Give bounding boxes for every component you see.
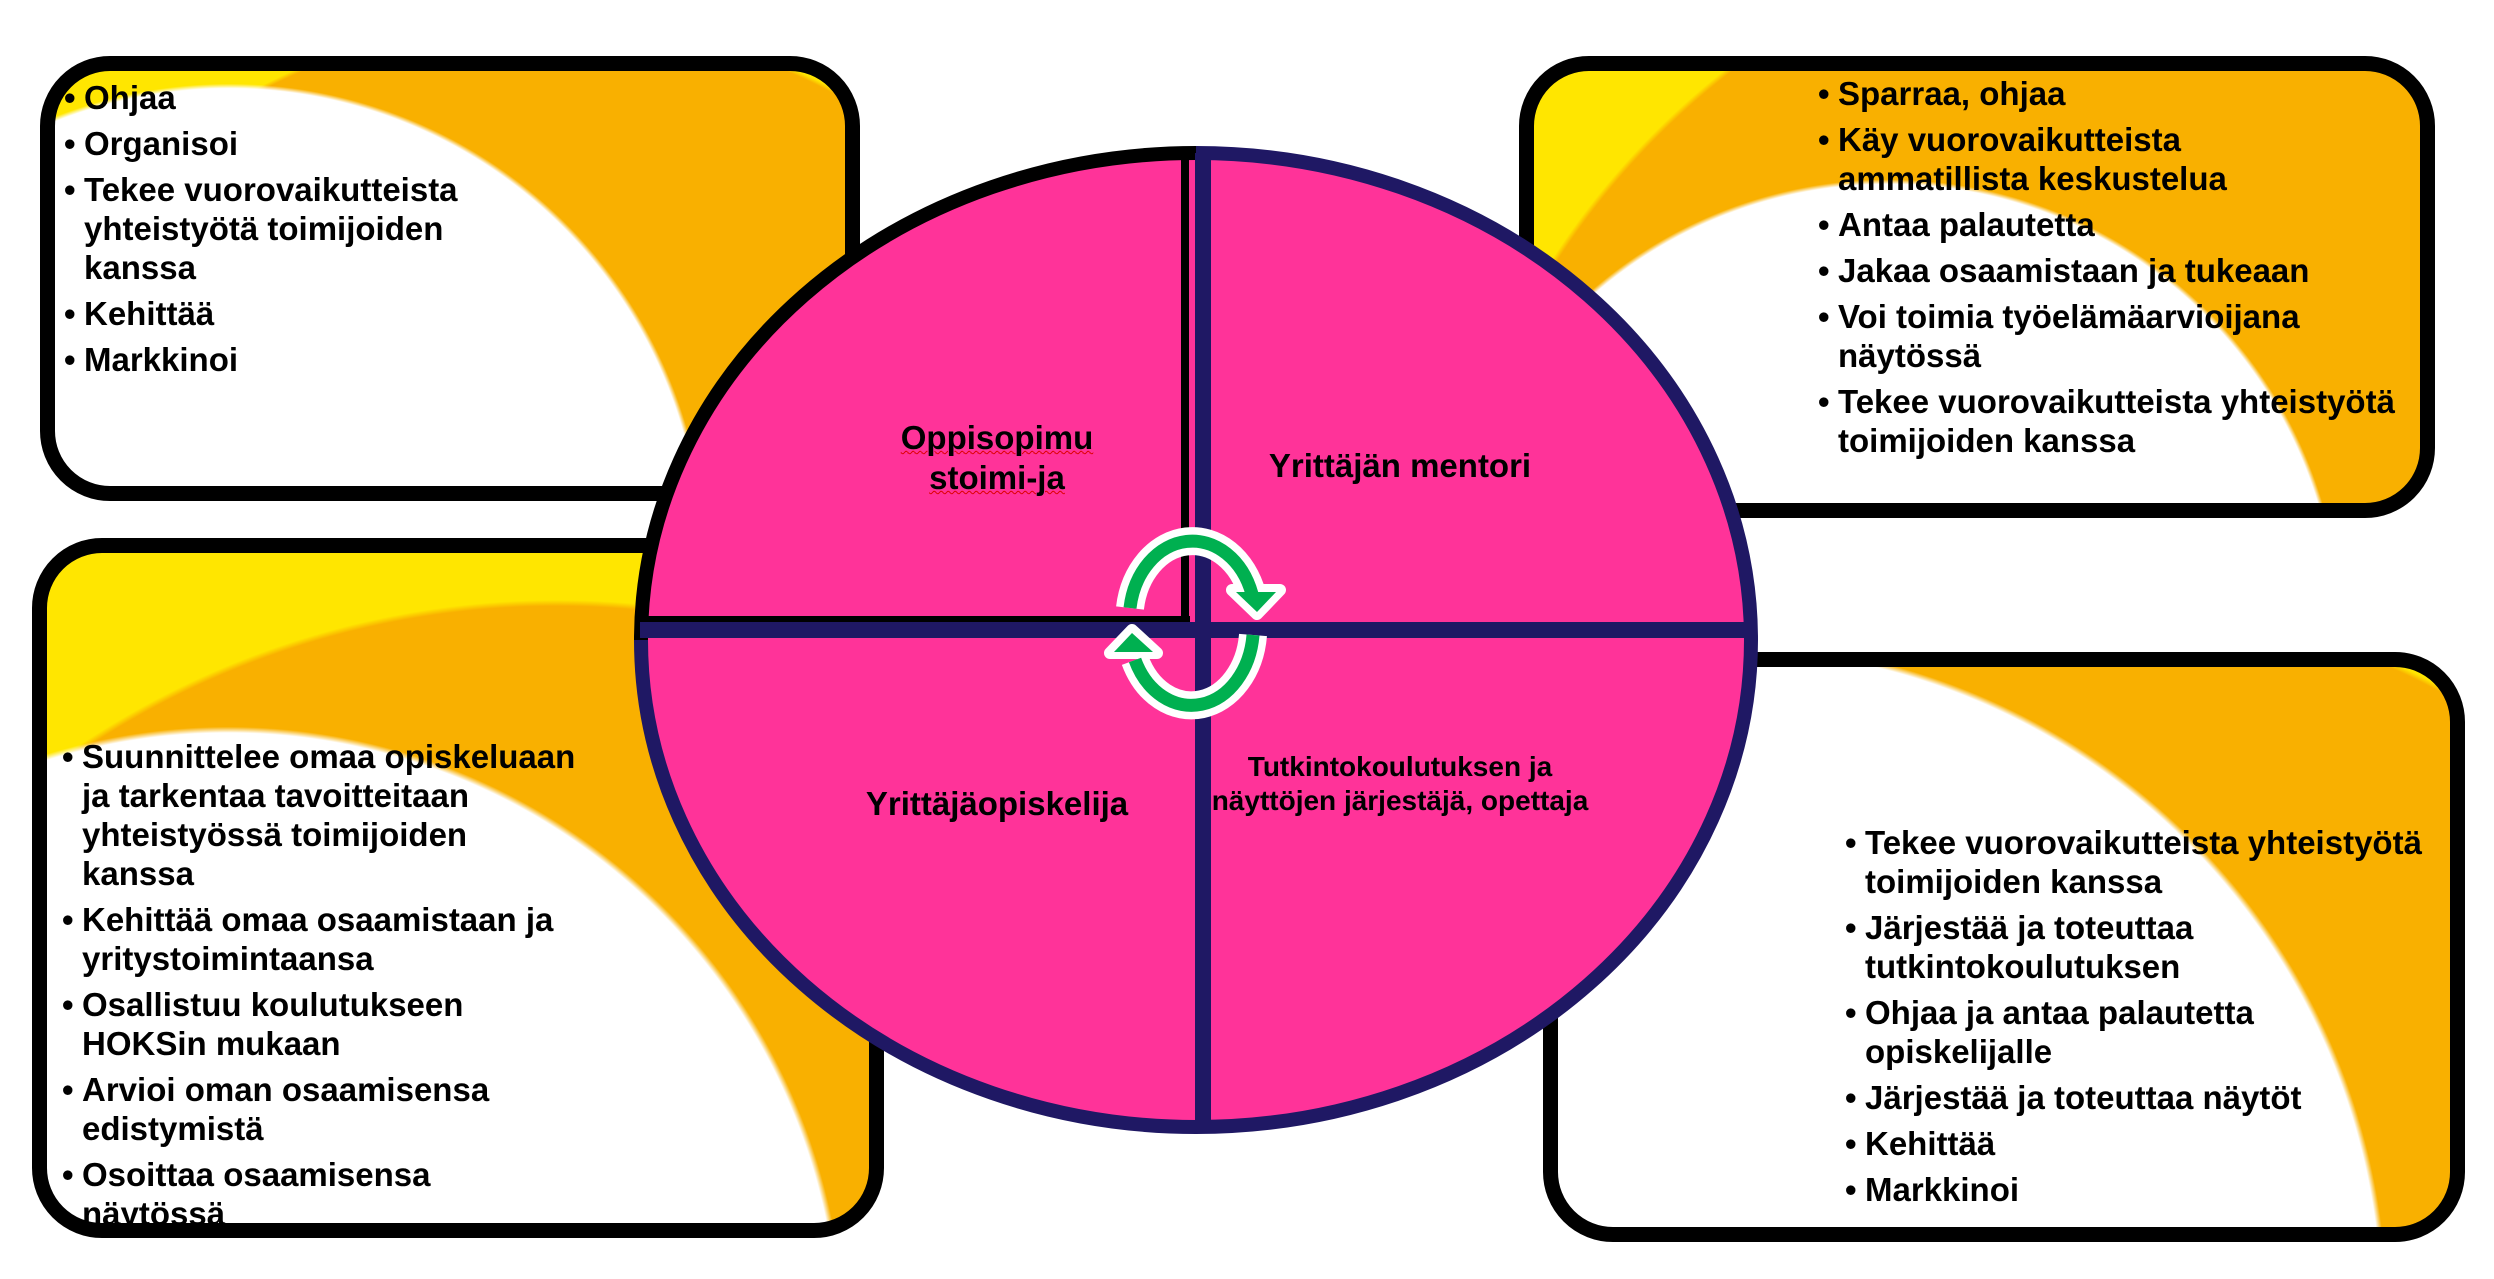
list-item: Antaa palautetta xyxy=(1818,205,2418,244)
oppisopimustoimija-tasks: Ohjaa Organisoi Tekee vuorovaikutteista … xyxy=(64,78,584,386)
quadrant-label-oppisopimustoimija: Oppisopimustoimi-ja xyxy=(900,419,1094,496)
list-item: Markkinoi xyxy=(64,340,584,379)
list-item: Kehittää xyxy=(1845,1124,2445,1163)
mentori-tasks: Sparraa, ohjaa Käy vuorovaikutteista amm… xyxy=(1818,74,2418,467)
list-item: Tekee vuorovaikutteista yhteistyötä toim… xyxy=(64,170,504,287)
opettaja-tasks: Tekee vuorovaikutteista yhteistyötä toim… xyxy=(1845,823,2445,1216)
quadrant-label-mentori: Yrittäjän mentori xyxy=(1268,447,1532,484)
circle-border-right xyxy=(1195,146,1758,1134)
list-item: Markkinoi xyxy=(1845,1170,2445,1209)
list-item: Osallistuu koulutukseen HOKSin mukaan xyxy=(62,985,582,1063)
list-item: Järjestää ja toteuttaa näytöt xyxy=(1845,1078,2445,1117)
list-item: Tekee vuorovaikutteista yhteistyötä toim… xyxy=(1845,823,2425,901)
circle-border-top-left xyxy=(634,146,1197,641)
circle-border-bottom-left xyxy=(634,639,1197,1134)
list-item: Ohjaa ja antaa palautetta opiskelijalle xyxy=(1845,993,2305,1071)
list-item: Kehittää omaa osaamistaan ja yritystoimi… xyxy=(62,900,622,978)
list-item: Osoittaa osaamisensa näytössä xyxy=(62,1155,552,1233)
yrittajaopiskelija-tasks: Suunnittelee omaa opiskeluaan ja tarkent… xyxy=(62,737,622,1240)
list-item: Jakaa osaamistaan ja tukeaan xyxy=(1818,251,2418,290)
list-item: Ohjaa xyxy=(64,78,584,117)
list-item: Käy vuorovaikutteista ammatillista kesku… xyxy=(1818,120,2308,198)
list-item: Voi toimia työelämäarvioijana näytössä xyxy=(1818,297,2398,375)
list-item: Järjestää ja toteuttaa tutkintokoulutuks… xyxy=(1845,908,2285,986)
list-item: Sparraa, ohjaa xyxy=(1818,74,2418,113)
list-item: Organisoi xyxy=(64,124,584,163)
list-item: Arvioi oman osaamisensa edistymistä xyxy=(62,1070,582,1148)
quadrant-label-yrittajaopiskelija: Yrittäjäopiskelija xyxy=(865,785,1129,822)
list-item: Tekee vuorovaikutteista yhteistyötä toim… xyxy=(1818,382,2398,460)
list-item: Suunnittelee omaa opiskeluaan ja tarkent… xyxy=(62,737,582,893)
quadrant-label-opettaja: Tutkintokoulutuksen ja näyttöjen järjest… xyxy=(1211,751,1589,816)
list-item: Kehittää xyxy=(64,294,584,333)
cycle-arrows-icon xyxy=(1104,527,1286,720)
